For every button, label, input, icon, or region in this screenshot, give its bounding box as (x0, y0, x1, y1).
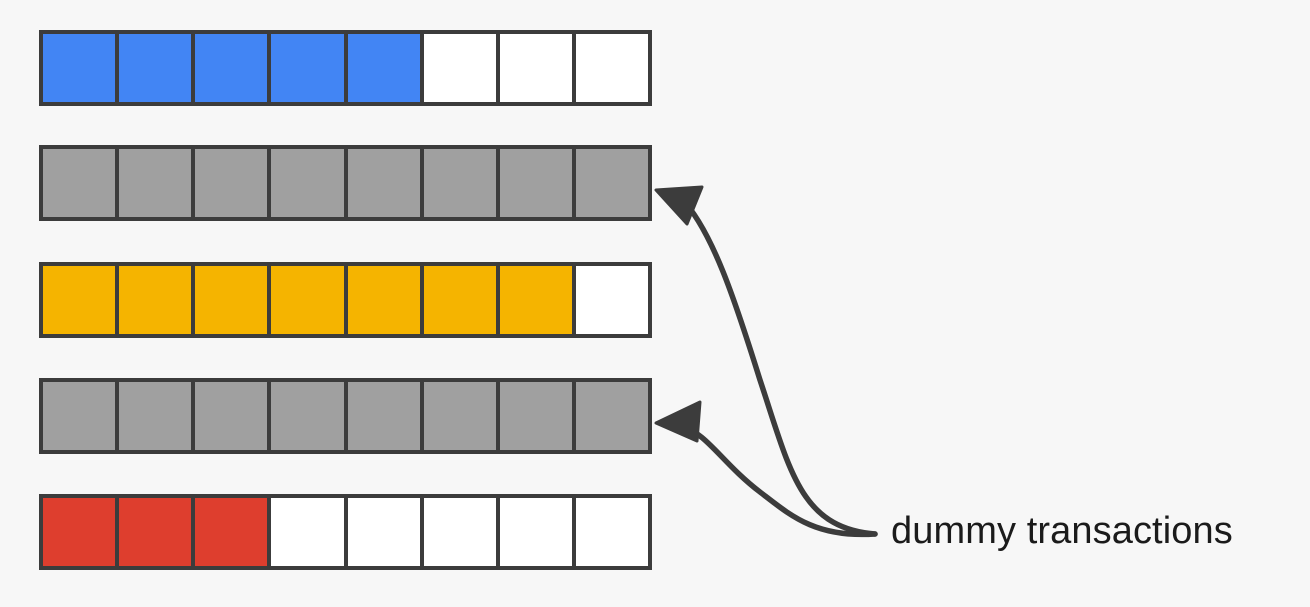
cell-filled (497, 382, 574, 450)
cell-filled (573, 382, 648, 450)
cell-filled (43, 382, 118, 450)
cell-filled (43, 34, 118, 102)
cell-filled (43, 498, 118, 566)
row-blue (39, 30, 652, 106)
arrow-curve-row-gray-upper (678, 195, 878, 537)
cell-filled (345, 149, 422, 217)
cell-filled (497, 149, 574, 217)
row-gray-lower (39, 378, 652, 454)
cell-filled (117, 266, 194, 334)
cell-empty (345, 498, 422, 566)
cell-filled (117, 498, 194, 566)
cell-empty (497, 498, 574, 566)
cell-filled (421, 382, 498, 450)
arrow-curve-row-gray-lower (679, 424, 878, 538)
cell-filled (193, 498, 270, 566)
cell-filled (269, 149, 346, 217)
cell-filled (193, 382, 270, 450)
arrow-head-row-gray-lower (654, 400, 702, 443)
row-yellow (39, 262, 652, 338)
cell-filled (43, 266, 118, 334)
cell-filled (117, 149, 194, 217)
cell-filled (345, 34, 422, 102)
cell-filled (117, 34, 194, 102)
cell-empty (421, 498, 498, 566)
annotation-label: dummy transactions (891, 510, 1233, 552)
cell-filled (421, 266, 498, 334)
cell-filled (421, 149, 498, 217)
cell-empty (573, 498, 648, 566)
cell-filled (573, 149, 648, 217)
cell-filled (269, 382, 346, 450)
cell-filled (193, 34, 270, 102)
cell-filled (193, 266, 270, 334)
arrow-head-row-gray-upper (654, 185, 704, 226)
cell-empty (497, 34, 574, 102)
row-red (39, 494, 652, 570)
cell-filled (497, 266, 574, 334)
cell-filled (43, 149, 118, 217)
cell-filled (345, 382, 422, 450)
cell-filled (193, 149, 270, 217)
cell-filled (269, 34, 346, 102)
cell-empty (573, 34, 648, 102)
cell-filled (117, 382, 194, 450)
cell-filled (269, 266, 346, 334)
row-gray-upper (39, 145, 652, 221)
cell-empty (573, 266, 648, 334)
cell-empty (421, 34, 498, 102)
cell-empty (269, 498, 346, 566)
cell-filled (345, 266, 422, 334)
